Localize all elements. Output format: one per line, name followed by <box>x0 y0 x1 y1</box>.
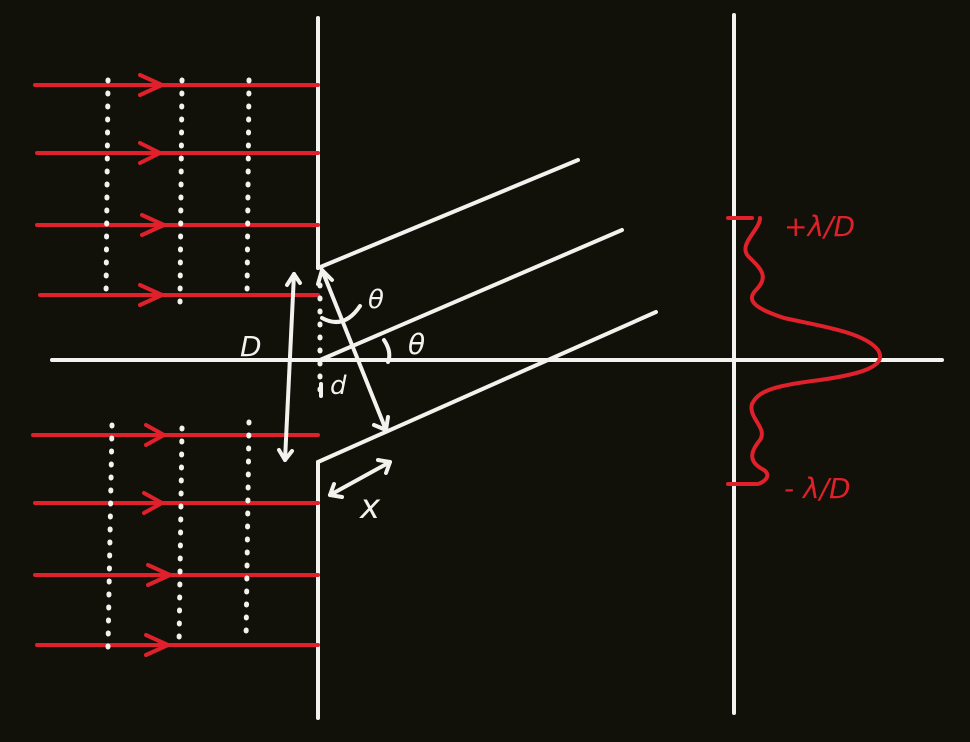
arrowhead <box>140 213 166 237</box>
incident-rays-lower <box>31 433 320 647</box>
arrowhead <box>144 633 170 657</box>
arrowhead <box>146 563 172 587</box>
wavefront-upper-3 <box>244 77 252 303</box>
label-minus-lambda-over-d: - λ/D <box>784 472 851 505</box>
theta-arc-upper <box>320 304 362 324</box>
wavefronts <box>103 77 323 651</box>
angle-arcs <box>320 304 392 364</box>
label-theta-center: θ <box>408 328 425 361</box>
diffracted-rays <box>316 158 658 464</box>
arrowhead <box>144 423 166 447</box>
wavefront-upper-2 <box>177 77 185 307</box>
arrowhead <box>138 73 164 97</box>
label-x: x <box>359 487 381 527</box>
arrowhead <box>138 141 162 165</box>
path-difference-arrow <box>316 268 390 432</box>
diffracted-ray-top <box>316 158 580 270</box>
wavefront-upper-1 <box>103 77 111 303</box>
x-marker-arrow <box>328 458 392 499</box>
label-path-difference: d <box>330 371 347 401</box>
slit-width-arrow <box>277 272 302 462</box>
diffracted-ray-center <box>318 228 624 362</box>
intensity-curve <box>743 216 882 486</box>
theta-arc-center <box>382 338 392 364</box>
ray-arrowheads <box>138 73 172 657</box>
arrowhead <box>138 283 164 307</box>
incident-rays-upper <box>33 83 320 297</box>
diffracted-ray-bottom <box>316 310 658 464</box>
minima-markers <box>726 216 758 486</box>
label-slit-width: D <box>240 330 262 363</box>
label-plus-lambda-over-d: +λ/D <box>784 210 855 243</box>
arrowhead <box>142 491 164 515</box>
wavefront-lower-3 <box>243 419 252 645</box>
wavefront-lower-2 <box>176 425 185 651</box>
wavefront-lower-1 <box>105 422 115 651</box>
label-theta-upper: θ <box>368 285 384 315</box>
